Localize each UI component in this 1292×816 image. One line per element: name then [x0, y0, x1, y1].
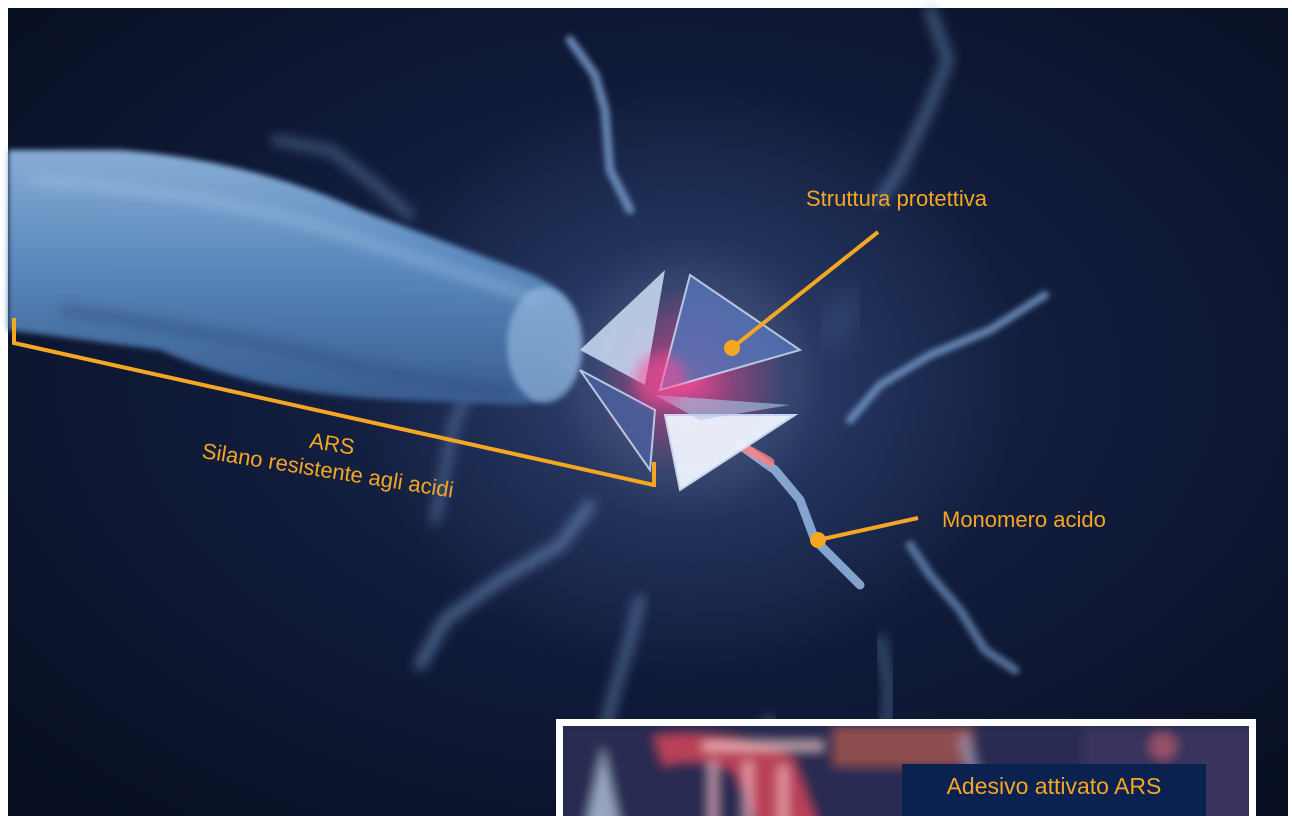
acid-monomer-marker: [810, 532, 826, 548]
inset-caption: Adesivo attivato ARS: [902, 764, 1206, 816]
inset-image: Adesivo attivato ARS: [556, 719, 1256, 816]
protective-structure-label: Struttura protettiva: [806, 186, 987, 212]
protective-structure-crystal: [570, 260, 810, 500]
acid-monomer-label: Monomero acido: [942, 507, 1106, 533]
protective-structure-marker: [724, 340, 740, 356]
